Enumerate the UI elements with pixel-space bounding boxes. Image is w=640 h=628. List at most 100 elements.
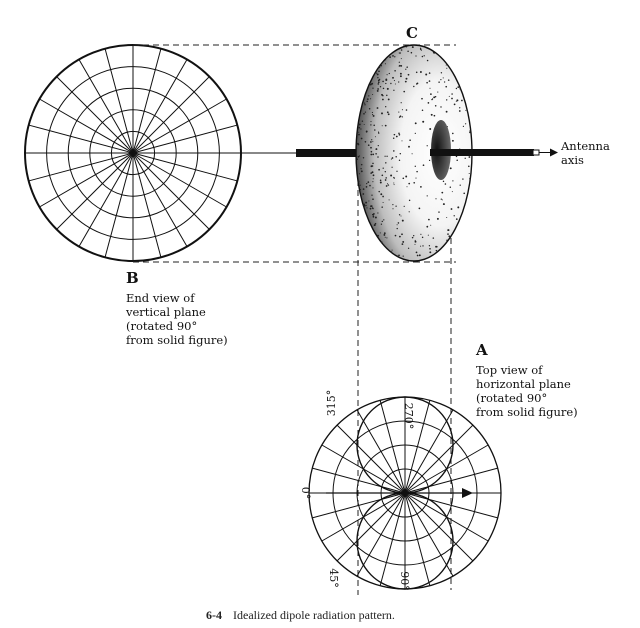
grid-spoke: [104, 48, 134, 154]
stipple-dot: [387, 184, 390, 186]
stipple-dot: [375, 148, 378, 151]
stipple-dot: [380, 223, 383, 225]
b-desc-line2: vertical plane: [125, 305, 206, 319]
stipple-dot: [372, 215, 375, 218]
stipple-dot: [398, 52, 400, 54]
grid-spoke: [132, 59, 188, 154]
grid-spoke: [356, 492, 406, 577]
stipple-dot: [370, 153, 373, 156]
stipple-dot: [429, 87, 431, 89]
stipple-dot: [380, 241, 383, 244]
stipple-dot: [421, 97, 423, 100]
stipple-dot: [405, 109, 408, 111]
stipple-dot: [397, 222, 400, 224]
stipple-dot: [399, 235, 401, 238]
stipple-dot: [381, 174, 384, 177]
stipple-dot: [379, 232, 381, 234]
stipple-dot: [382, 94, 384, 97]
stipple-dot: [445, 64, 447, 66]
stipple-dot: [379, 86, 382, 88]
stipple-dot: [445, 110, 448, 113]
stipple-dot: [414, 243, 416, 245]
stipple-dot: [377, 83, 380, 85]
stipple-dot: [400, 215, 402, 217]
grid-spoke: [104, 152, 134, 258]
stipple-dot: [431, 98, 433, 101]
stipple-dot: [433, 114, 436, 117]
stipple-dot: [390, 174, 393, 177]
stipple-dot: [384, 171, 386, 173]
grid-spoke: [379, 400, 406, 494]
stipple-dot: [420, 233, 422, 235]
stipple-dot: [390, 82, 392, 85]
stipple-dot: [433, 96, 436, 99]
stipple-dot: [396, 170, 398, 172]
stipple-dot: [358, 126, 361, 129]
stipple-dot: [374, 216, 377, 219]
stipple-dot: [359, 188, 361, 191]
stipple-dot: [377, 156, 379, 158]
grid-spoke: [132, 152, 227, 208]
antenna-rod-left: [296, 149, 362, 157]
stipple-dot: [457, 86, 460, 88]
stipple-dot: [406, 66, 408, 68]
stipple-dot: [446, 67, 448, 69]
stipple-dot: [418, 254, 421, 257]
stipple-dot: [464, 123, 467, 125]
stipple-dot: [358, 133, 360, 136]
a-desc-line2: horizontal plane: [476, 377, 571, 391]
stipple-dot: [419, 71, 422, 73]
stipple-dot: [372, 214, 374, 216]
stipple-dot: [468, 165, 470, 168]
stipple-dot: [378, 70, 380, 73]
stipple-dot: [372, 207, 374, 210]
stipple-dot: [433, 52, 435, 54]
stipple-dot: [413, 181, 416, 184]
stipple-dot: [405, 45, 408, 48]
stipple-dot: [372, 181, 374, 183]
stipple-dot: [434, 105, 437, 107]
stipple-dot: [381, 112, 383, 115]
stipple-dot: [415, 71, 418, 74]
stipple-dot: [390, 251, 393, 253]
stipple-dot: [376, 107, 379, 109]
stipple-dot: [371, 139, 373, 141]
stipple-dot: [361, 120, 364, 122]
stipple-dot: [442, 203, 445, 206]
stipple-dot: [384, 124, 387, 127]
grid-spoke: [312, 467, 406, 494]
grid-spoke: [56, 76, 134, 154]
stipple-dot: [360, 128, 362, 130]
stipple-dot: [408, 182, 411, 185]
stipple-dot: [398, 132, 400, 135]
stipple-dot: [367, 144, 370, 147]
stipple-dot: [398, 133, 401, 136]
antenna-axis-label-line1: Antenna: [560, 139, 610, 153]
stipple-dot: [386, 74, 388, 76]
stipple-dot: [372, 114, 375, 117]
stipple-dot: [366, 182, 368, 185]
stipple-dot: [411, 236, 414, 239]
stipple-dot: [398, 159, 401, 162]
stipple-dot: [368, 108, 371, 110]
stipple-dot: [378, 190, 380, 193]
grid-spoke: [78, 152, 134, 247]
stipple-dot: [409, 139, 411, 141]
stipple-dot: [402, 177, 405, 180]
caption-text: Idealized dipole radiation pattern.: [233, 608, 395, 622]
stipple-dot: [357, 180, 360, 183]
stipple-dot: [370, 150, 373, 153]
stipple-dot: [398, 254, 400, 257]
stipple-dot: [410, 51, 413, 54]
grid-spoke: [78, 59, 134, 154]
stipple-dot: [363, 204, 366, 207]
grid-spoke: [336, 492, 406, 562]
stipple-dot: [453, 103, 456, 106]
stipple-dot: [372, 174, 375, 177]
stipple-dot: [394, 83, 396, 85]
top-view-axis-arrowhead: [462, 488, 473, 498]
stipple-dot: [364, 141, 367, 143]
b-desc-line1: End view of: [126, 291, 195, 305]
stipple-dot: [420, 245, 422, 247]
stipple-dot: [369, 184, 371, 187]
